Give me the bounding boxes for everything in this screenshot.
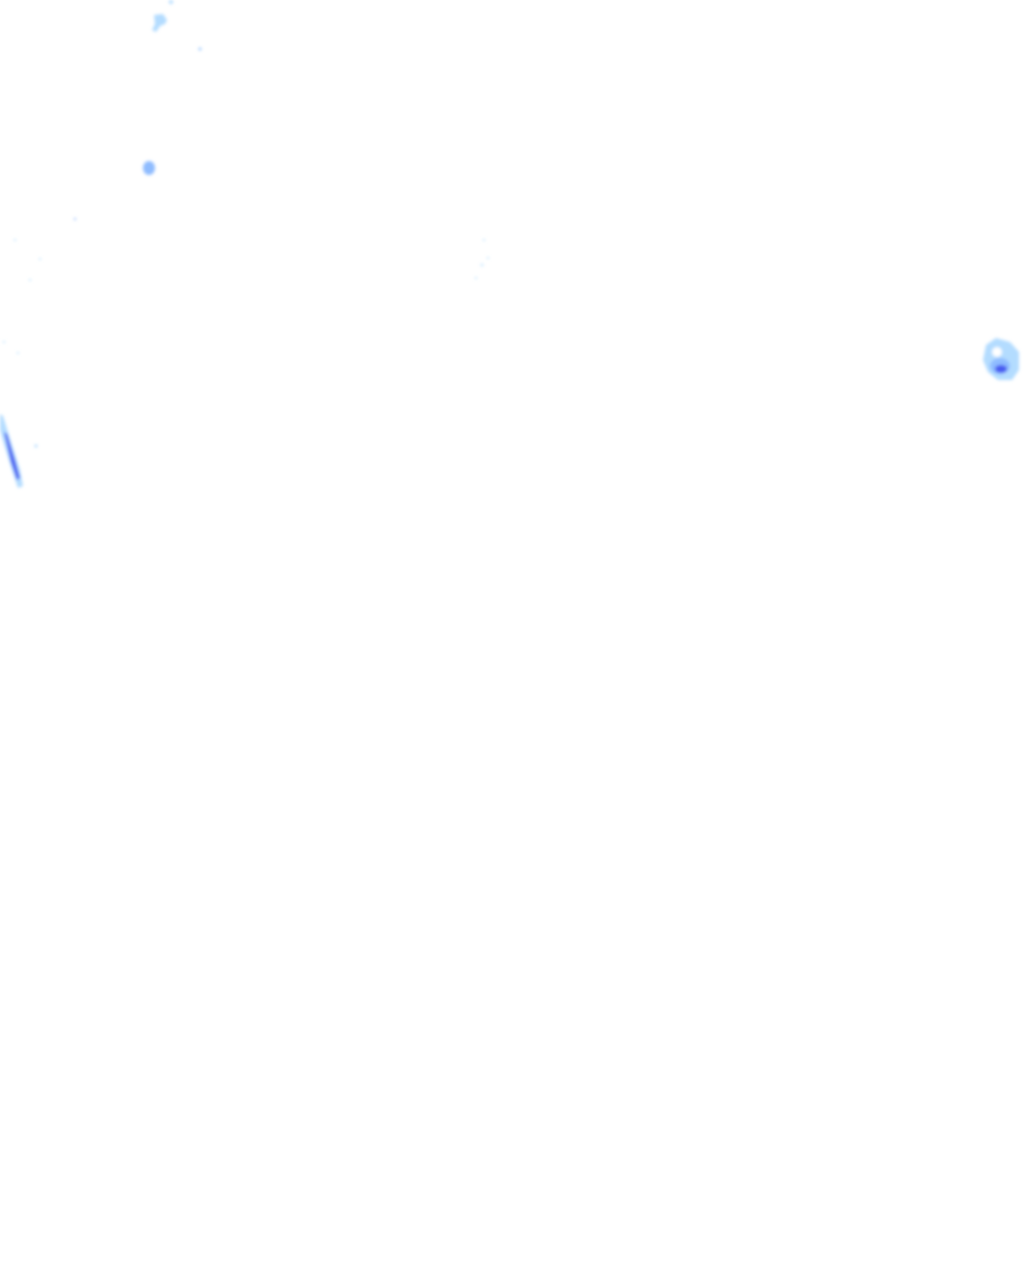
precip-speckles xyxy=(3,239,489,448)
precip-band-southwest xyxy=(0,414,23,488)
precip-cell-small xyxy=(74,161,155,220)
precip-cell-east xyxy=(983,338,1019,380)
precip-cell-north xyxy=(152,0,202,51)
